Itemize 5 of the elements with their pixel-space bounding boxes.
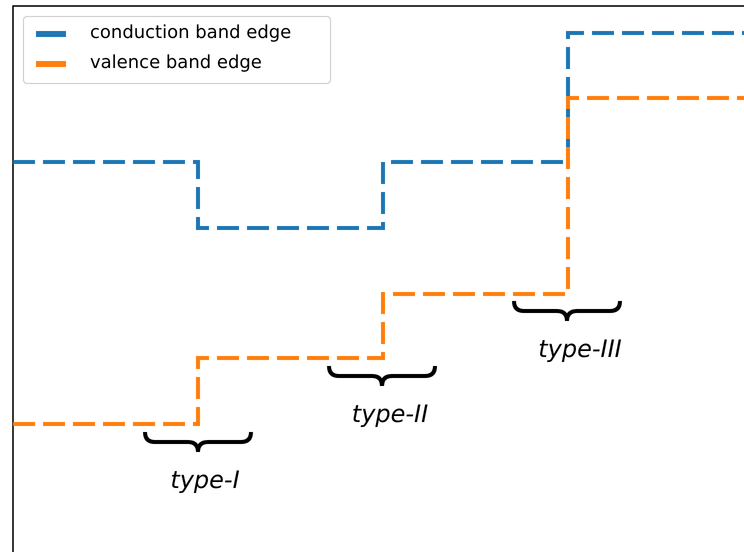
- legend-label: valence band edge: [90, 52, 262, 73]
- annotation-label: type-III: [538, 335, 622, 363]
- annotation-label: type-II: [352, 400, 428, 428]
- legend-label: conduction band edge: [90, 22, 292, 43]
- annotation-label: type-I: [170, 466, 240, 494]
